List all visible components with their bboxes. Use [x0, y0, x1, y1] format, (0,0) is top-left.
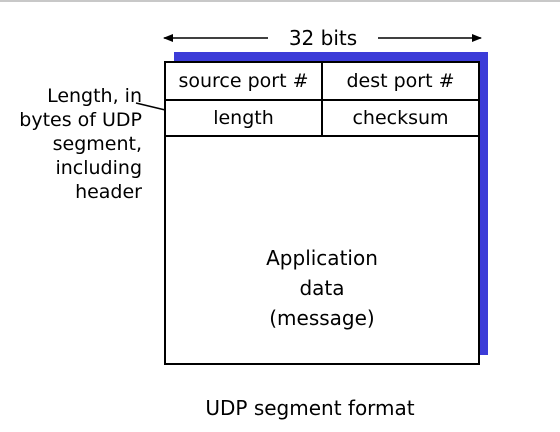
header-column-divider: [321, 63, 323, 137]
dest-port-field: dest port #: [346, 70, 455, 92]
annotation-line: header: [75, 181, 142, 203]
top-divider: [0, 0, 560, 2]
diagram-caption: UDP segment format: [205, 396, 415, 420]
width-label: 32 bits: [268, 26, 378, 50]
source-port-field: source port #: [178, 70, 309, 92]
annotation-line: Length, in: [47, 85, 142, 107]
annotation-line: bytes of UDP: [19, 109, 142, 131]
length-field: length: [213, 107, 274, 129]
length-annotation: Length, in bytes of UDP segment, includi…: [0, 84, 142, 204]
body-line: (message): [269, 306, 375, 330]
body-line: data: [299, 276, 345, 300]
annotation-line: segment,: [52, 133, 142, 155]
checksum-field: checksum: [352, 107, 449, 129]
udp-segment-box: source port # dest port # length checksu…: [164, 61, 480, 365]
body-line: Application: [266, 246, 378, 270]
application-data-label: Application data (message): [166, 243, 478, 333]
annotation-line: including: [55, 157, 142, 179]
